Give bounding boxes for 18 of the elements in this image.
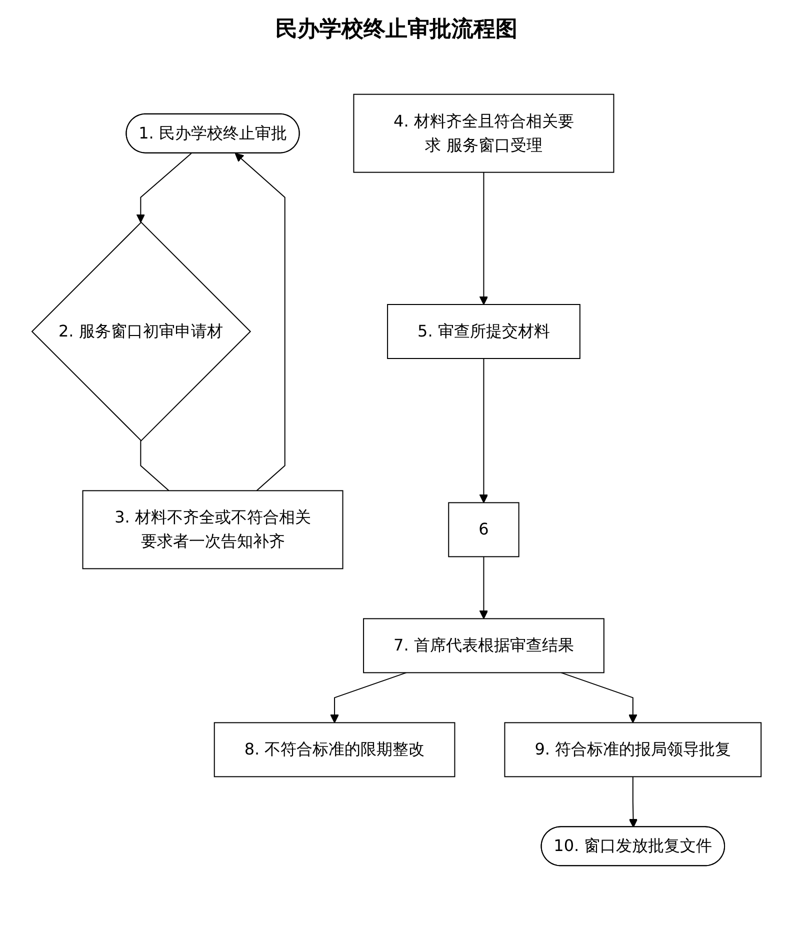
diagram-title: 民办学校终止审批流程图 — [274, 16, 518, 44]
arrow — [479, 172, 488, 305]
arrow — [136, 152, 192, 223]
arrow — [330, 672, 407, 724]
node-box: 6 — [448, 502, 520, 558]
arrow — [560, 672, 638, 724]
arrow — [479, 556, 488, 620]
node-box: 5. 审查所提交材料 — [387, 304, 580, 359]
arrow — [628, 776, 638, 828]
connector — [140, 440, 170, 492]
node-box: 9. 符合标准的报局领导批复 — [504, 722, 762, 778]
node-box: 7. 首席代表根据审查结果 — [363, 618, 604, 674]
arrow — [234, 152, 286, 492]
arrow — [479, 358, 488, 504]
node-diamond: 2. 服务窗口初审申请材 — [31, 222, 252, 442]
node-box: 8. 不符合标准的限期整改 — [214, 722, 456, 778]
node-box: 4. 材料齐全且符合相关要求 服务窗口受理 — [353, 94, 614, 173]
node-box: 3. 材料不齐全或不符合相关要求者一次告知补齐 — [82, 490, 344, 570]
